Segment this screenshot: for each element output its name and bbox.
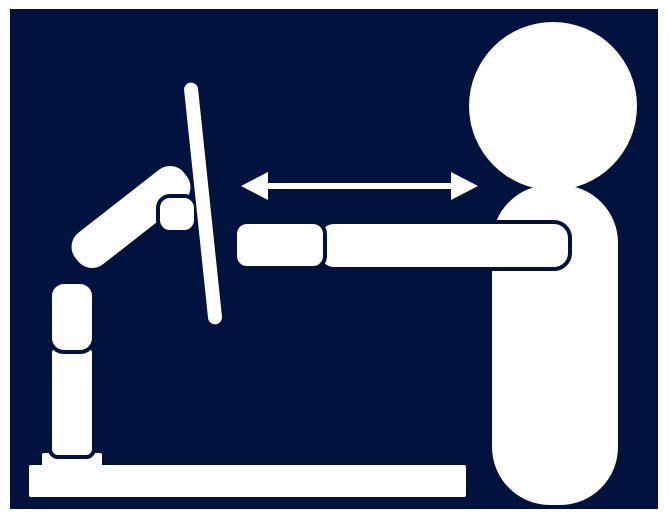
desk: [29, 465, 466, 497]
person-hand: [235, 222, 325, 268]
monitor-arm-pole-upper: [50, 282, 94, 352]
person-arm: [318, 222, 570, 269]
monitor-arm-pole-lower: [50, 345, 94, 457]
person-head: [469, 22, 637, 190]
monitor-arm-joint: [158, 196, 196, 232]
